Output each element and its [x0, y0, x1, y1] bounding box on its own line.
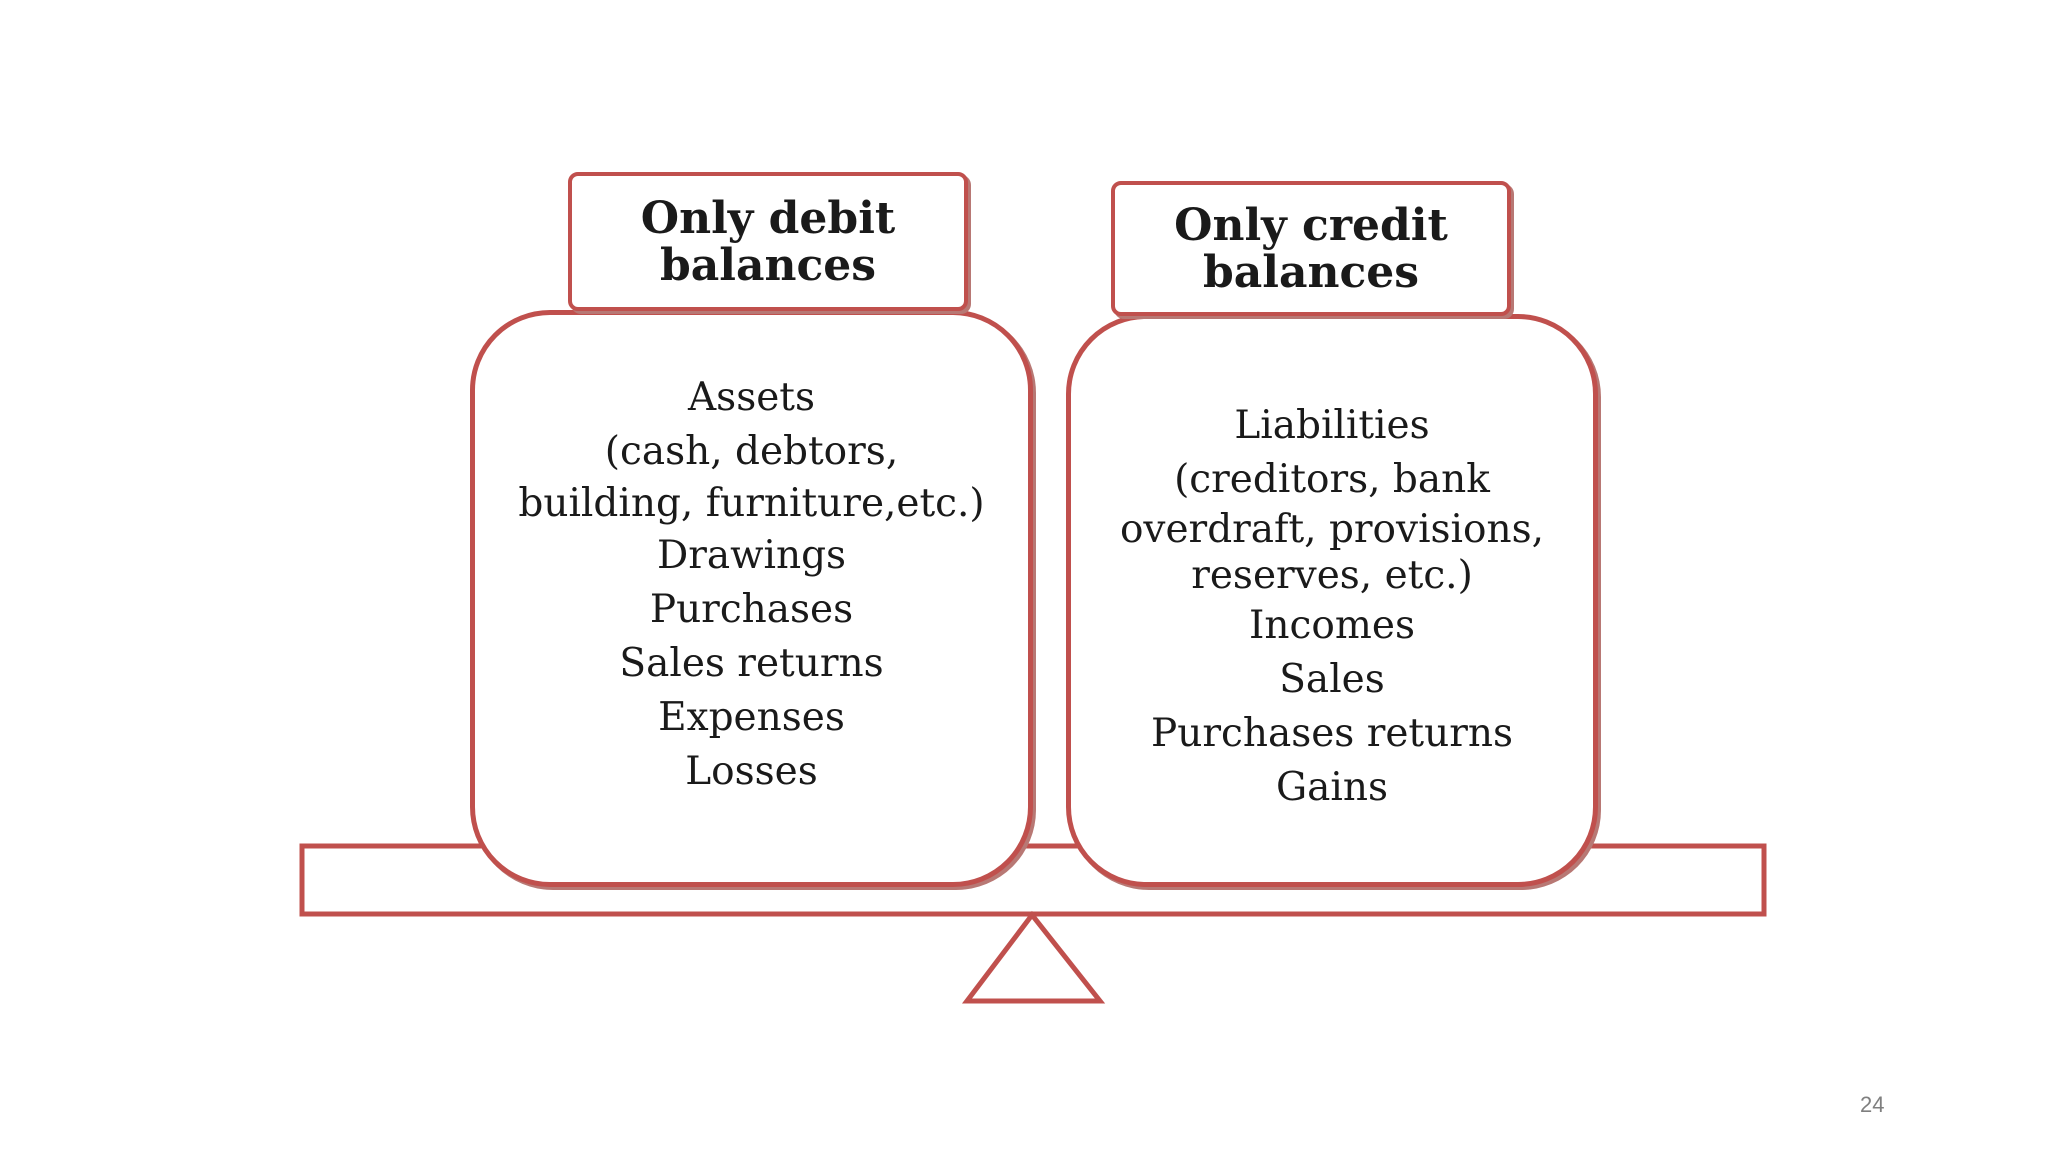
credit-header-line: balances — [1202, 246, 1420, 298]
page-number: 24 — [1860, 1092, 1885, 1117]
credit-balances-box: Liabilities (creditors, bank overdraft, … — [1066, 314, 1598, 887]
debit-item: (cash, debtors, — [604, 429, 899, 474]
credit-item: Gains — [1275, 765, 1388, 810]
credit-item: Sales — [1279, 657, 1385, 702]
debit-header-line: balances — [659, 239, 877, 291]
credit-header-line: Only credit — [1174, 199, 1448, 251]
debit-item: Sales returns — [619, 641, 884, 686]
credit-item: overdraft, provisions, — [1119, 507, 1545, 552]
debit-item: Expenses — [658, 695, 845, 740]
scale-fulcrum — [961, 910, 1106, 1004]
debit-item: Losses — [685, 749, 818, 794]
credit-item: (creditors, bank — [1174, 457, 1490, 502]
credit-item: reserves, etc.) — [1191, 553, 1473, 598]
debit-balances-box: Assets (cash, debtors, building, furnitu… — [470, 310, 1033, 887]
credit-item: Incomes — [1249, 603, 1415, 648]
credit-header-box: Only credit balances — [1111, 181, 1511, 316]
credit-item: Liabilities — [1234, 403, 1430, 448]
debit-header-box: Only debit balances — [568, 172, 968, 311]
debit-item: Purchases — [649, 587, 854, 632]
credit-item: Purchases returns — [1150, 711, 1513, 756]
debit-header-line: Only debit — [640, 192, 896, 244]
debit-item: Drawings — [656, 533, 847, 578]
debit-item: building, furniture,etc.) — [518, 481, 985, 526]
debit-item: Assets — [688, 375, 815, 420]
